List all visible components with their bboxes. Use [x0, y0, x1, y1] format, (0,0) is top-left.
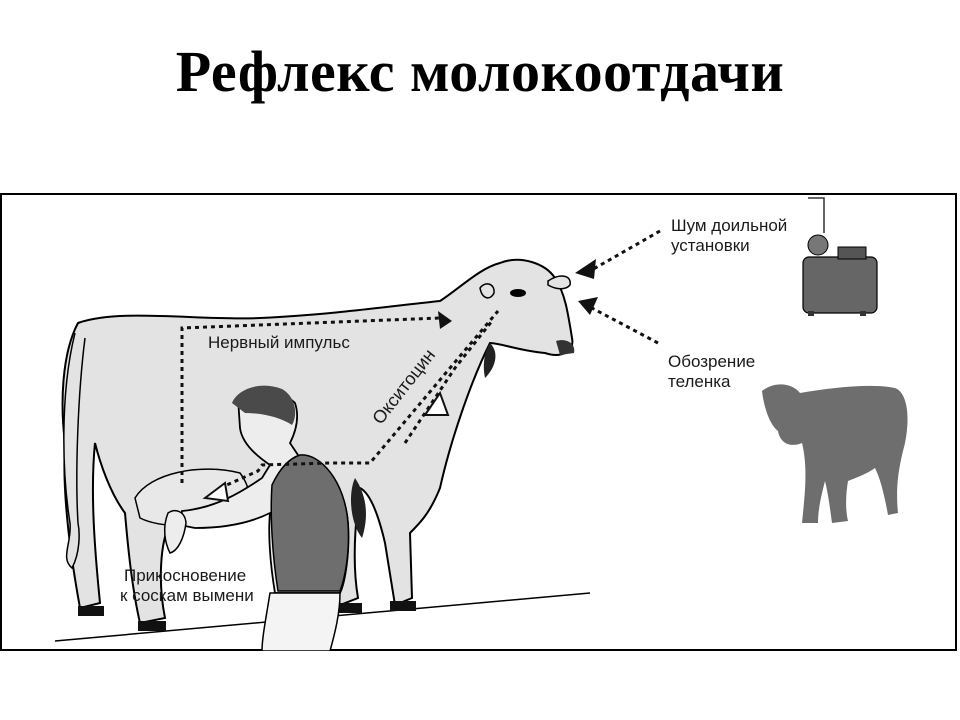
arrowheads	[202, 259, 598, 503]
signal-paths	[180, 229, 661, 490]
nerve-arrowhead	[438, 311, 452, 329]
calf-arrowhead	[578, 297, 598, 315]
milker-figure	[163, 385, 350, 651]
calf-arrow-line	[591, 306, 659, 345]
calf-view-label: Обозрение теленка	[668, 352, 756, 391]
nerve-from-teat	[219, 310, 500, 490]
page-title: Рефлекс молокоотдачи	[175, 39, 785, 104]
calf-figure	[762, 384, 908, 523]
noise-arrow-line	[589, 229, 661, 273]
noise-arrowhead	[575, 259, 596, 279]
milk-letdown-illustration	[54, 197, 908, 651]
teat-touch-label: Прикосновение к соскам вымени	[120, 566, 254, 605]
milking-noise-label: Шум доильной установки	[671, 216, 788, 255]
nerve-impulse-label: Нервный импульс	[208, 333, 350, 352]
milking-machine	[802, 197, 878, 316]
oxytocin-arrowhead	[423, 390, 450, 416]
nerve-impulse-path	[180, 316, 441, 483]
oxytocin-path	[403, 320, 494, 444]
teat-arrowhead	[202, 481, 230, 503]
cow-figure	[61, 258, 575, 631]
